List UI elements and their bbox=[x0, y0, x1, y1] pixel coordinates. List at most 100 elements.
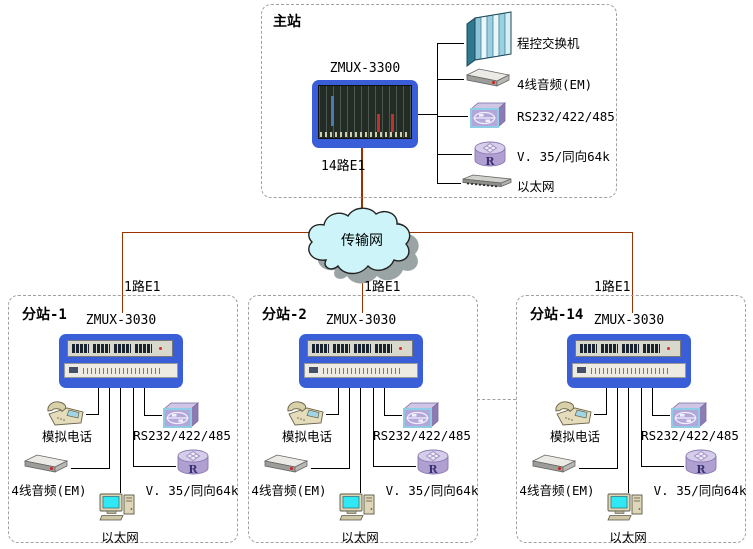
ethernet-pc-icon bbox=[607, 493, 643, 521]
e1-line-main-vertical bbox=[361, 148, 363, 214]
connector-line bbox=[641, 466, 684, 467]
e1-line-right-vertical bbox=[632, 232, 633, 313]
zmux-3030-device bbox=[567, 334, 691, 388]
peripheral-label: 模拟电话 bbox=[549, 429, 600, 444]
v35-router-icon bbox=[685, 449, 717, 477]
peripheral-label: 4线音频(EM) bbox=[251, 483, 327, 498]
main-station-title: 主站 bbox=[273, 14, 301, 30]
connector-line bbox=[120, 388, 121, 493]
ethernet-pc-icon bbox=[99, 493, 135, 521]
v35-router-icon bbox=[417, 449, 449, 477]
connector-line bbox=[437, 43, 438, 184]
substation-title: 分站-14 bbox=[530, 307, 584, 323]
zmux3030-label: ZMUX-3030 bbox=[593, 313, 665, 328]
connector-line bbox=[326, 414, 339, 415]
substation-box-14: 分站-14 ZMUX-3030 模拟电话 RS232/422/485 4线音频(… bbox=[516, 295, 747, 545]
analog-phone-icon bbox=[47, 401, 84, 426]
connector-line bbox=[418, 114, 437, 115]
peripheral-label: 以太网 bbox=[101, 530, 139, 545]
connector-line bbox=[349, 388, 350, 468]
ethernet-hub-icon bbox=[462, 174, 512, 188]
connector-line bbox=[652, 415, 670, 416]
connector-line bbox=[109, 388, 110, 468]
connector-line bbox=[606, 388, 607, 414]
e1-line-left-vertical bbox=[122, 232, 123, 313]
connector-line bbox=[144, 415, 162, 416]
audio-4wire-icon bbox=[24, 454, 68, 473]
serial-interface-icon bbox=[671, 402, 707, 428]
zmux-3300-card-panel bbox=[318, 85, 412, 139]
zmux3300-label: ZMUX-3300 bbox=[329, 61, 401, 76]
connector-line bbox=[437, 154, 472, 155]
connector-line bbox=[437, 183, 461, 184]
ethernet-pc-icon bbox=[339, 493, 375, 521]
substation-box-2: 分站-2 ZMUX-3030 模拟电话 RS232/422/485 4线音频(E… bbox=[248, 295, 479, 545]
zmux-3030-device bbox=[59, 334, 183, 388]
serial-interface-icon bbox=[470, 102, 506, 128]
substation-title: 分站-2 bbox=[262, 307, 307, 323]
v35-router-icon bbox=[177, 449, 209, 477]
zmux-3030-device bbox=[299, 334, 423, 388]
e1-label-right: 1路E1 bbox=[594, 280, 631, 295]
serial-interface-icon bbox=[403, 402, 439, 428]
connector-line bbox=[86, 414, 99, 415]
peripheral-label: RS232/422/485 bbox=[133, 428, 231, 443]
main-link-label: 14路E1 bbox=[321, 159, 366, 174]
peripheral-label: 模拟电话 bbox=[281, 429, 332, 444]
substation-box-1: 分站-1 ZMUX-3030 模拟电话 RS232/422/485 4线音频(E… bbox=[8, 295, 239, 545]
connector-line bbox=[594, 414, 607, 415]
zmux3030-label: ZMUX-3030 bbox=[325, 313, 397, 328]
connector-line bbox=[641, 388, 642, 467]
audio-4wire-icon bbox=[532, 454, 576, 473]
peripheral-label: V. 35/同向64k bbox=[653, 483, 747, 498]
serial-interface-icon bbox=[163, 402, 199, 428]
connector-line bbox=[437, 116, 468, 117]
analog-phone-icon bbox=[287, 401, 324, 426]
audio-4wire-icon bbox=[466, 68, 510, 87]
peripheral-label: 以太网 bbox=[341, 530, 379, 545]
connector-line bbox=[579, 468, 618, 469]
pbx-switch-icon bbox=[466, 11, 512, 67]
analog-phone-icon bbox=[555, 401, 592, 426]
peripheral-label: V. 35/同向64k bbox=[145, 483, 239, 498]
peripheral-label: 4线音频(EM) bbox=[11, 483, 87, 498]
peripheral-label: RS232/422/485 bbox=[517, 109, 615, 124]
e1-label-middle: 1路E1 bbox=[364, 280, 401, 295]
connector-line bbox=[384, 415, 402, 416]
peripheral-label: V. 35/同向64k bbox=[385, 483, 479, 498]
connector-line bbox=[373, 466, 416, 467]
connector-line bbox=[71, 468, 110, 469]
zmux3030-label: ZMUX-3030 bbox=[85, 313, 157, 328]
cloud-label: 传输网 bbox=[341, 233, 383, 249]
connector-line bbox=[133, 466, 176, 467]
peripheral-label: 模拟电话 bbox=[41, 429, 92, 444]
connector-line bbox=[133, 388, 134, 467]
connector-line bbox=[437, 79, 464, 80]
connector-line bbox=[338, 388, 339, 414]
connector-line bbox=[144, 388, 145, 415]
substation-title: 分站-1 bbox=[22, 307, 67, 323]
peripheral-label: 以太网 bbox=[517, 179, 555, 194]
e1-label-left: 1路E1 bbox=[124, 280, 161, 295]
connector-line bbox=[373, 388, 374, 467]
zmux-3300-device bbox=[312, 80, 418, 148]
connector-line bbox=[628, 388, 629, 493]
audio-4wire-icon bbox=[264, 454, 308, 473]
peripheral-label: V. 35/同向64k bbox=[517, 149, 610, 164]
connector-line bbox=[384, 388, 385, 415]
peripheral-label: RS232/422/485 bbox=[641, 428, 739, 443]
connector-line bbox=[98, 388, 99, 414]
peripheral-label: 4线音频(EM) bbox=[519, 483, 595, 498]
peripheral-label: 以太网 bbox=[609, 530, 647, 545]
peripheral-label: 程控交换机 bbox=[517, 36, 580, 51]
main-station-box bbox=[261, 4, 617, 198]
connector-line bbox=[437, 43, 464, 44]
omitted-substations-connector bbox=[477, 399, 516, 400]
connector-line bbox=[617, 388, 618, 468]
transmission-cloud bbox=[308, 207, 419, 284]
connector-line bbox=[360, 388, 361, 493]
connector-line bbox=[652, 388, 653, 415]
peripheral-label: RS232/422/485 bbox=[373, 428, 471, 443]
v35-router-icon bbox=[474, 141, 506, 169]
